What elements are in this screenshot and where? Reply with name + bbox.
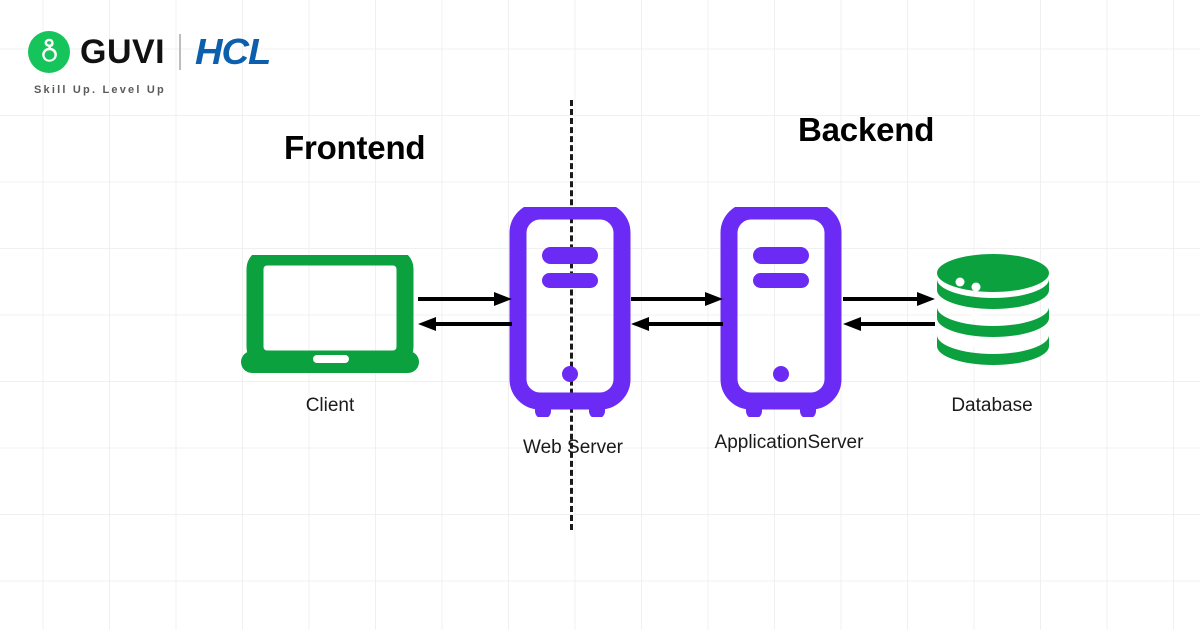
node-label-webserver: Web Server	[523, 437, 623, 458]
node-label-database: Database	[951, 395, 1033, 416]
laptop-icon	[241, 248, 419, 375]
guvi-g-mark-icon	[28, 31, 70, 73]
logo-divider	[179, 34, 182, 70]
brand-logo: GUVI HCL Skill Up. Level Up	[28, 28, 358, 100]
hcl-wordmark: HCL	[195, 31, 271, 72]
connection-webserver-appserver	[631, 290, 723, 332]
guvi-wordmark: GUVI	[80, 33, 166, 71]
node-label-appserver: ApplicationServer	[714, 432, 864, 453]
frontend-backend-divider	[570, 100, 573, 530]
section-title-frontend: Frontend	[284, 129, 426, 166]
connection-client-webserver	[418, 290, 512, 332]
node-label-client: Client	[305, 395, 355, 416]
section-title-backend: Backend	[798, 111, 935, 148]
server-tower-icon-app	[720, 202, 842, 419]
logo-row: GUVI HCL	[28, 28, 358, 76]
server-tower-icon-web	[509, 202, 631, 419]
database-icon	[934, 252, 1052, 380]
connection-appserver-database	[843, 290, 935, 332]
brand-tagline: Skill Up. Level Up	[34, 84, 166, 96]
